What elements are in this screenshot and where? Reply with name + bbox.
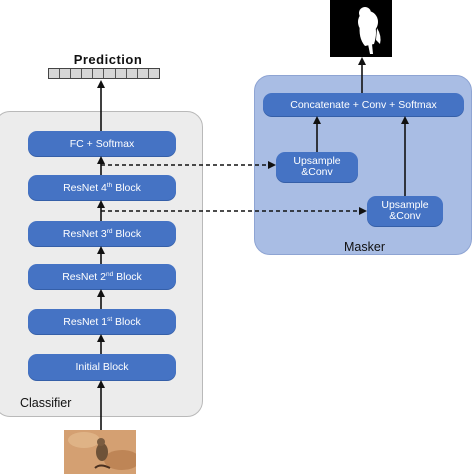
resnet-4th-label: ResNet 4 <box>63 181 107 194</box>
prediction-cell <box>82 69 94 78</box>
prediction-cell <box>49 69 61 78</box>
prediction-cell <box>93 69 105 78</box>
masker-label: Masker <box>344 240 385 254</box>
prediction-cell <box>138 69 149 78</box>
prediction-cell <box>116 69 127 78</box>
resnet-2nd-sup: nd <box>105 270 114 278</box>
resnet-3rd-sup: rd <box>106 227 113 235</box>
resnet-4th-suffix: Block <box>112 181 141 194</box>
upsample-conv-block-1: Upsample &Conv <box>276 152 358 182</box>
initial-block: Initial Block <box>28 354 176 380</box>
prediction-cell <box>104 69 116 78</box>
upsample-conv-block-2: Upsample &Conv <box>367 196 443 226</box>
resnet-3rd-block: ResNet 3rd Block <box>28 221 176 246</box>
classifier-label: Classifier <box>20 396 72 410</box>
input-bird-image <box>64 430 136 474</box>
resnet-1st-label: ResNet 1 <box>63 315 108 328</box>
initial-block-label: Initial Block <box>75 361 129 373</box>
resnet-2nd-suffix: Block <box>113 270 142 283</box>
prediction-cell <box>71 69 83 78</box>
mask-output-image <box>330 0 392 57</box>
concat-conv-softmax-block: Concatenate + Conv + Softmax <box>263 93 464 116</box>
prediction-title: Prediction <box>73 52 143 67</box>
prediction-cell <box>60 69 72 78</box>
prediction-cell <box>127 69 138 78</box>
prediction-vector <box>48 68 160 79</box>
resnet-2nd-label: ResNet 2 <box>62 270 106 283</box>
bird-silhouette-mask-icon <box>358 7 381 54</box>
resnet-3rd-label: ResNet 3 <box>62 227 107 240</box>
resnet-2nd-block: ResNet 2nd Block <box>28 264 176 289</box>
concat-conv-softmax-label: Concatenate + Conv + Softmax <box>290 98 437 111</box>
resnet-4th-block: ResNet 4th Block <box>28 175 176 200</box>
upsample-conv-label-2: Upsample &Conv <box>381 199 429 222</box>
bird-photo-icon <box>64 430 136 474</box>
upsample-conv-label-1: Upsample &Conv <box>293 155 341 178</box>
resnet-1st-suffix: Block <box>112 315 141 328</box>
resnet-4th-sup: th <box>106 181 113 189</box>
fc-softmax-label: FC + Softmax <box>69 137 135 150</box>
resnet-1st-block: ResNet 1st Block <box>28 309 176 334</box>
fc-softmax-block: FC + Softmax <box>28 131 176 156</box>
resnet-3rd-suffix: Block <box>112 227 142 240</box>
resnet-1st-sup: st <box>107 315 113 323</box>
